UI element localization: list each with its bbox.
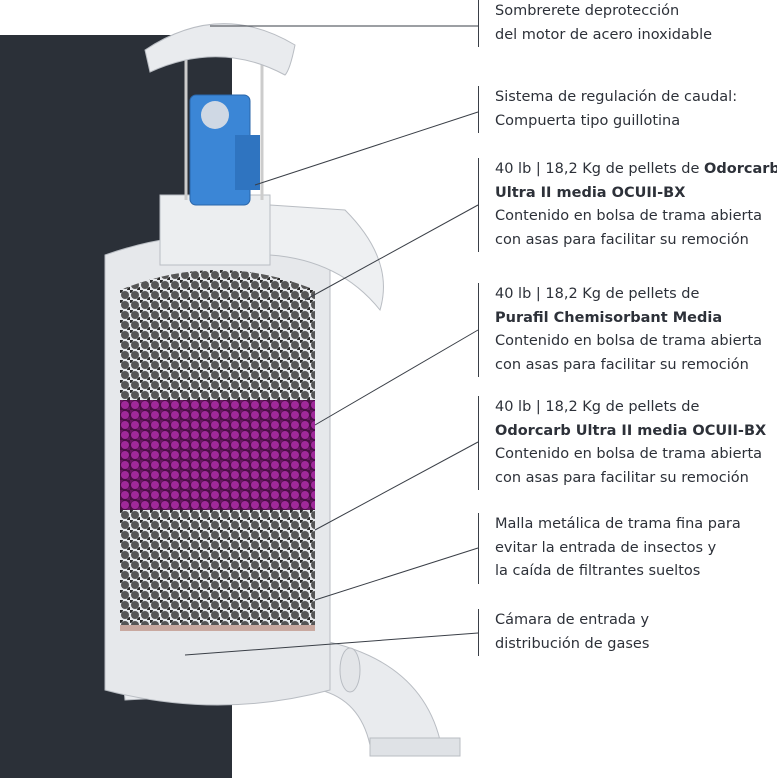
label-line: Sistema de regulación de caudal: — [495, 89, 738, 105]
label-line: del motor de acero inoxidable — [495, 26, 713, 43]
label-prefix: 40 lb | 18,2 Kg de pellets de — [495, 161, 705, 177]
label-line: con asas para facilitar su remoción — [495, 356, 749, 373]
label-line: Contenido en bolsa de trama abierta — [495, 208, 763, 224]
label-flow-regulation: Sistema de regulación de caudal: Compuer… — [478, 86, 737, 133]
label-bold: Odorcarb — [704, 161, 777, 177]
label-line: distribución de gases — [495, 635, 650, 652]
label-purafil: 40 lb | 18,2 Kg de pellets de Purafil Ch… — [478, 283, 762, 377]
media-layer-purafil — [120, 400, 315, 510]
label-bold: Ultra II media OCUII-BX — [495, 184, 686, 201]
label-odorcarb-top: 40 lb | 18,2 Kg de pellets de Odorcarb U… — [478, 158, 777, 252]
label-line: con asas para facilitar su remoción — [495, 469, 749, 486]
label-line: con asas para facilitar su remoción — [495, 231, 749, 248]
label-line: 40 lb | 18,2 Kg de pellets de Odorcarb — [495, 158, 777, 182]
label-motor-hood: Sombrerete deprotección del motor de ace… — [478, 0, 712, 47]
label-odorcarb-bottom: 40 lb | 18,2 Kg de pellets de Odorcarb U… — [478, 396, 766, 490]
label-line: Cámara de entrada y — [495, 612, 650, 628]
label-line: Malla metálica de trama fina para — [495, 516, 741, 532]
motor-hood — [144, 23, 296, 76]
label-line: Sombrerete deprotección — [495, 3, 680, 19]
fan-icon — [201, 101, 229, 129]
media-layer-top — [120, 270, 315, 400]
label-bold: Odorcarb Ultra II media OCUII-BX — [495, 422, 767, 439]
label-line: Contenido en bolsa de trama abierta — [495, 446, 763, 462]
leader-lines — [184, 25, 479, 656]
label-line: evitar la entrada de insectos y — [495, 539, 717, 556]
label-line: Contenido en bolsa de trama abierta — [495, 333, 763, 349]
label-inlet-chamber: Cámara de entrada y distribución de gase… — [478, 609, 649, 656]
label-bold: Purafil Chemisorbant Media — [495, 309, 723, 326]
label-line: Compuerta tipo guillotina — [495, 112, 681, 129]
label-line: 40 lb | 18,2 Kg de pellets de — [495, 399, 700, 415]
label-line: 40 lb | 18,2 Kg de pellets de — [495, 286, 700, 302]
media-layer-bottom — [120, 510, 315, 625]
label-mesh: Malla metálica de trama fina para evitar… — [478, 513, 741, 584]
label-line: la caída de filtrantes sueltos — [495, 563, 701, 579]
mesh-screen — [120, 625, 315, 631]
damper-hood — [269, 204, 384, 312]
